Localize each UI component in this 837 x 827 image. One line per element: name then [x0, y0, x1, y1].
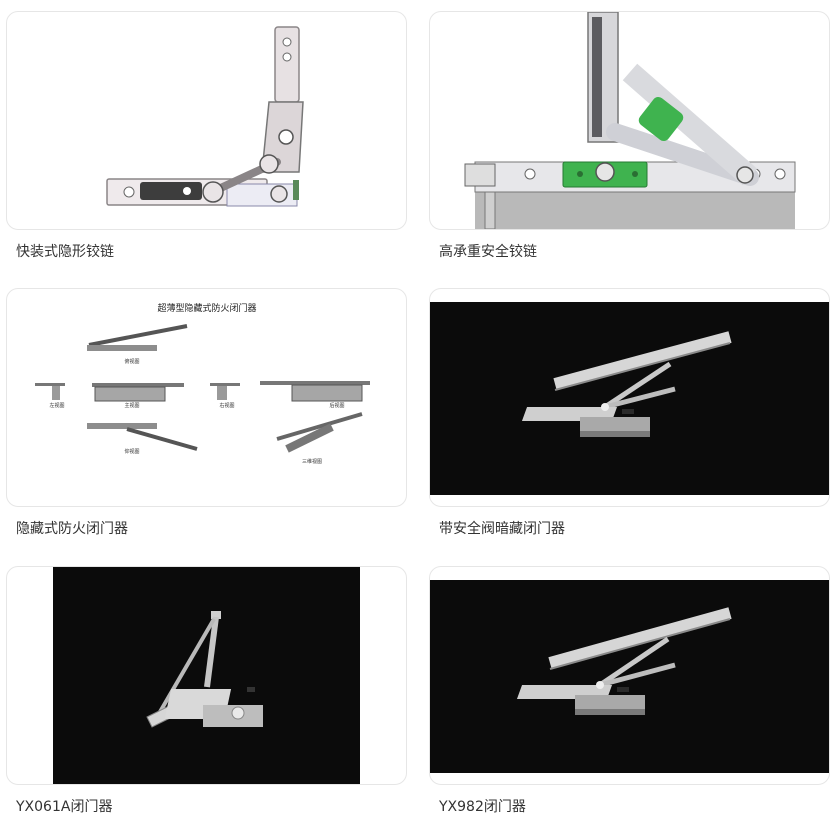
fireproof-closer-diagram-icon: 超薄型隐藏式防火闭门器 俯视图 左视图 主视图 右视图 后视图 仰视图: [35, 302, 370, 465]
product-name[interactable]: 高承重安全铰链: [439, 244, 537, 260]
svg-text:三维视图: 三维视图: [302, 458, 322, 465]
svg-text:主视图: 主视图: [124, 402, 139, 409]
svg-text:仰视图: 仰视图: [124, 448, 139, 455]
svg-text:俯视图: 俯视图: [124, 358, 139, 365]
concealed-closer-icon: [430, 580, 829, 773]
product-image[interactable]: [6, 11, 407, 230]
diagram-title: 超薄型隐藏式防火闭门器: [157, 302, 256, 314]
product-name[interactable]: YX061A闭门器: [16, 799, 113, 815]
product-name[interactable]: YX982闭门器: [439, 799, 526, 815]
product-name[interactable]: 带安全阀暗藏闭门器: [439, 521, 565, 537]
door-closer-icon: [53, 567, 360, 784]
product-image[interactable]: [429, 11, 830, 230]
svg-text:后视图: 后视图: [329, 402, 344, 409]
concealed-closer-icon: [430, 302, 829, 495]
product-image[interactable]: [429, 288, 830, 507]
product-name[interactable]: 快装式隐形铰链: [16, 244, 114, 260]
svg-text:右视图: 右视图: [219, 402, 234, 409]
hinge-drawing-icon: [106, 26, 304, 207]
product-name[interactable]: 隐藏式防火闭门器: [16, 521, 128, 537]
product-image[interactable]: 超薄型隐藏式防火闭门器 俯视图 左视图 主视图 右视图 后视图 仰视图: [6, 288, 407, 507]
svg-text:左视图: 左视图: [49, 402, 64, 409]
product-image[interactable]: [429, 566, 830, 785]
product-image[interactable]: [6, 566, 407, 785]
heavy-hinge-icon: [464, 12, 796, 229]
